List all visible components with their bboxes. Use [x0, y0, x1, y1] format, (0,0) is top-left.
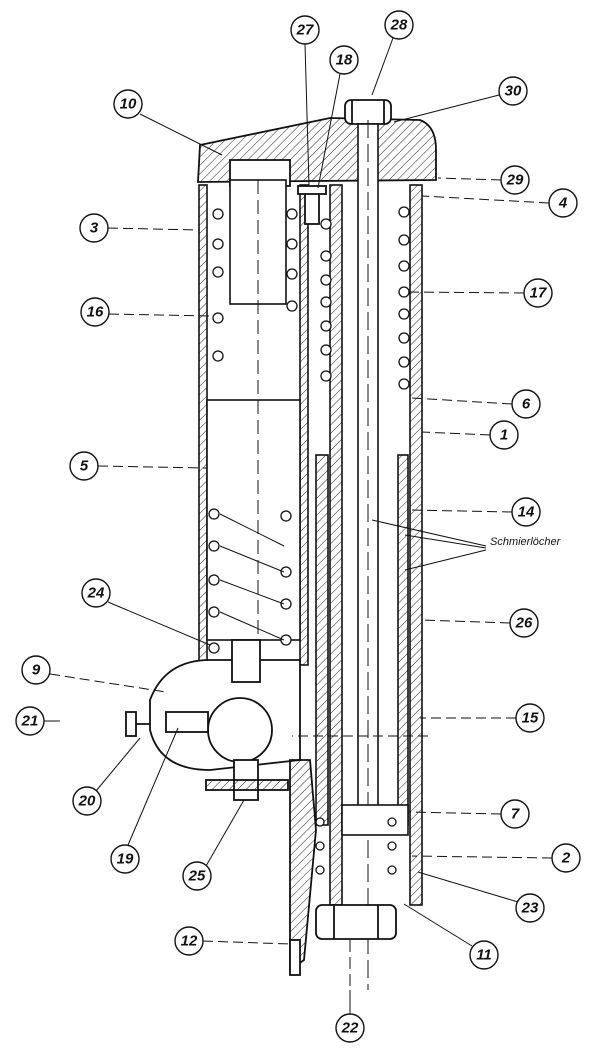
label-14: 14 — [518, 504, 535, 521]
label-30: 30 — [505, 83, 522, 100]
label-11: 11 — [476, 947, 492, 964]
label-21: 21 — [21, 713, 39, 730]
label-24: 24 — [87, 585, 105, 602]
label-4: 4 — [558, 195, 568, 212]
label-29: 29 — [506, 172, 524, 189]
label-19: 19 — [117, 851, 134, 868]
label-1: 1 — [500, 427, 508, 444]
label-18: 18 — [336, 52, 353, 69]
label-16: 16 — [87, 304, 104, 321]
label-7: 7 — [511, 806, 520, 823]
label-17: 17 — [530, 285, 547, 302]
piston — [206, 179, 301, 650]
label-15: 15 — [522, 710, 539, 727]
bracket — [289, 759, 317, 976]
label-28: 28 — [390, 17, 408, 34]
note-schmierloecher: Schmierlöcher — [490, 536, 562, 548]
clevis — [125, 639, 301, 801]
label-5: 5 — [80, 458, 89, 475]
label-20: 20 — [78, 793, 96, 810]
callout-labels: 27 28 18 30 10 29 4 3 17 16 6 1 5 14 26 … — [21, 17, 571, 1037]
label-12: 12 — [181, 933, 198, 950]
bottom-nut — [315, 904, 397, 990]
label-23: 23 — [521, 900, 539, 917]
label-6: 6 — [522, 396, 531, 413]
label-22: 22 — [341, 1020, 359, 1037]
central-rod — [341, 120, 409, 990]
label-10: 10 — [120, 96, 137, 113]
callouts — [15, 10, 581, 1043]
label-25: 25 — [188, 868, 206, 885]
springs — [208, 206, 410, 875]
label-9: 9 — [32, 662, 41, 679]
label-2: 2 — [561, 850, 571, 867]
label-26: 26 — [515, 615, 533, 632]
label-3: 3 — [90, 220, 99, 237]
label-27: 27 — [296, 22, 314, 39]
